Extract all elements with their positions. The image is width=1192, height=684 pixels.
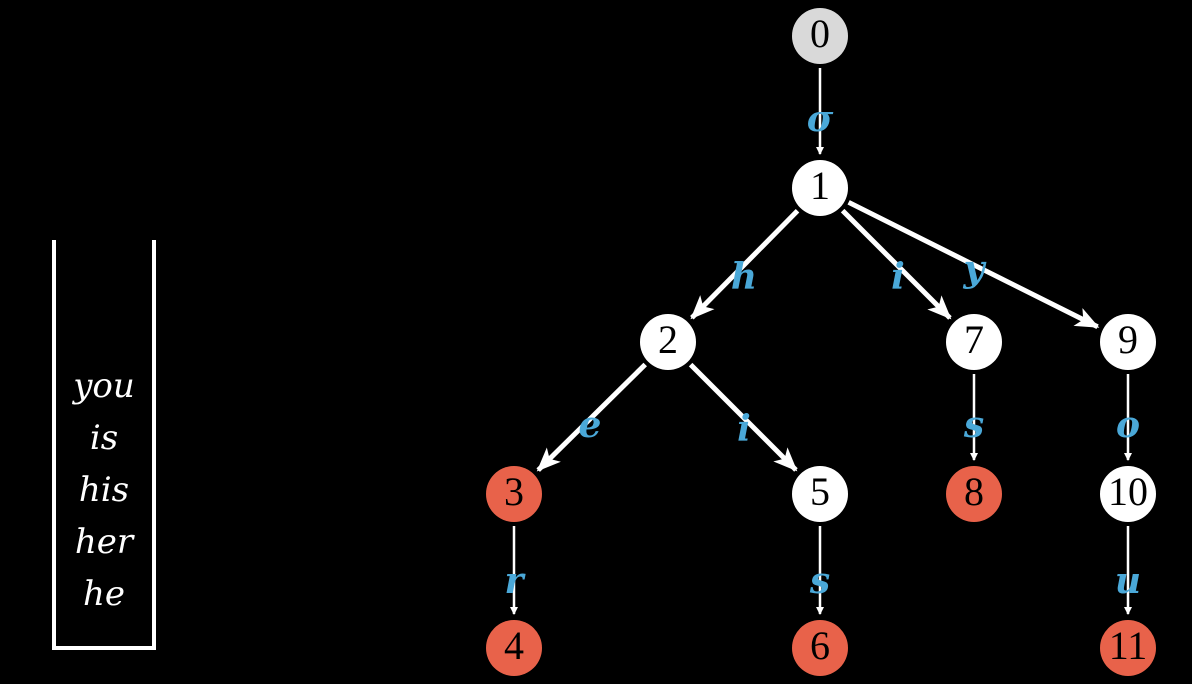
trie-edge-1-2 — [690, 209, 800, 320]
trie-edges — [510, 68, 1132, 615]
trie-node-circle-5 — [792, 466, 848, 522]
trie-node-10: 10 — [1100, 466, 1156, 522]
trie-node-circle-6 — [792, 620, 848, 676]
trie-nodes: 0 1 2 3 4 5 6 7 8 9 10 11 — [486, 8, 1156, 676]
trie-edge-label-7-8: s — [963, 404, 984, 446]
trie-node-label-1: 1 — [810, 163, 830, 208]
trie-node-label-0: 0 — [810, 11, 830, 56]
trie-node-circle-7 — [946, 314, 1002, 370]
trie-edge-label-5-6: s — [809, 560, 830, 602]
trie-edge-label-0-1: σ — [807, 98, 834, 140]
trie-node-circle-2 — [640, 314, 696, 370]
trie-node-4: 4 — [486, 620, 542, 676]
trie-node-1: 1 — [792, 160, 848, 216]
trie-node-11: 11 — [1100, 620, 1156, 676]
trie-node-circle-4 — [486, 620, 542, 676]
trie-edge-label-3-4: r — [505, 560, 527, 602]
trie-node-label-8: 8 — [964, 469, 984, 514]
trie-node-label-2: 2 — [658, 317, 678, 362]
trie-node-label-4: 4 — [504, 623, 524, 668]
trie-edge-2-3 — [536, 362, 647, 472]
trie-edge-1-7 — [840, 208, 952, 320]
trie-edge-label-2-3: e — [579, 404, 602, 446]
trie-edge-label-9-10: o — [1116, 404, 1140, 446]
trie-node-0: 0 — [792, 8, 848, 64]
trie-node-8: 8 — [946, 466, 1002, 522]
trie-node-label-5: 5 — [810, 469, 830, 514]
trie-node-circle-10 — [1100, 466, 1156, 522]
stack-word-her: her — [74, 522, 134, 562]
trie-node-5: 5 — [792, 466, 848, 522]
stack-word-he: he — [82, 574, 126, 614]
trie-node-label-7: 7 — [964, 317, 984, 362]
trie-node-circle-8 — [946, 466, 1002, 522]
trie-node-label-11: 11 — [1109, 623, 1148, 668]
trie-edge-label-10-11: u — [1115, 560, 1141, 602]
stack-word-is: is — [89, 418, 119, 458]
trie-node-label-6: 6 — [810, 623, 830, 668]
trie-node-label-10: 10 — [1108, 469, 1148, 514]
trie-node-3: 3 — [486, 466, 542, 522]
trie-node-9: 9 — [1100, 314, 1156, 370]
trie-edge-1-9 — [847, 200, 1100, 330]
trie-node-circle-3 — [486, 466, 542, 522]
trie-edge-labels: σ h i y e i r s s o u — [505, 98, 1142, 602]
trie-node-circle-11 — [1100, 620, 1156, 676]
stack-word-his: his — [78, 470, 130, 510]
trie-node-circle-9 — [1100, 314, 1156, 370]
trie-node-6: 6 — [792, 620, 848, 676]
trie-node-label-3: 3 — [504, 469, 524, 514]
stack-word-you: you — [73, 366, 135, 406]
trie-edge-label-1-2: h — [731, 256, 757, 298]
trie-node-circle-0 — [792, 8, 848, 64]
trie-node-label-9: 9 — [1118, 317, 1138, 362]
trie-node-2: 2 — [640, 314, 696, 370]
trie-edge-label-1-9: y — [963, 248, 987, 290]
trie-node-circle-1 — [792, 160, 848, 216]
trie-node-7: 7 — [946, 314, 1002, 370]
word-stack: you is his her he — [52, 240, 156, 650]
trie-edge-label-2-5: i — [737, 408, 751, 450]
trie-edge-label-1-7: i — [891, 256, 905, 298]
trie-edge-2-5 — [688, 362, 798, 472]
